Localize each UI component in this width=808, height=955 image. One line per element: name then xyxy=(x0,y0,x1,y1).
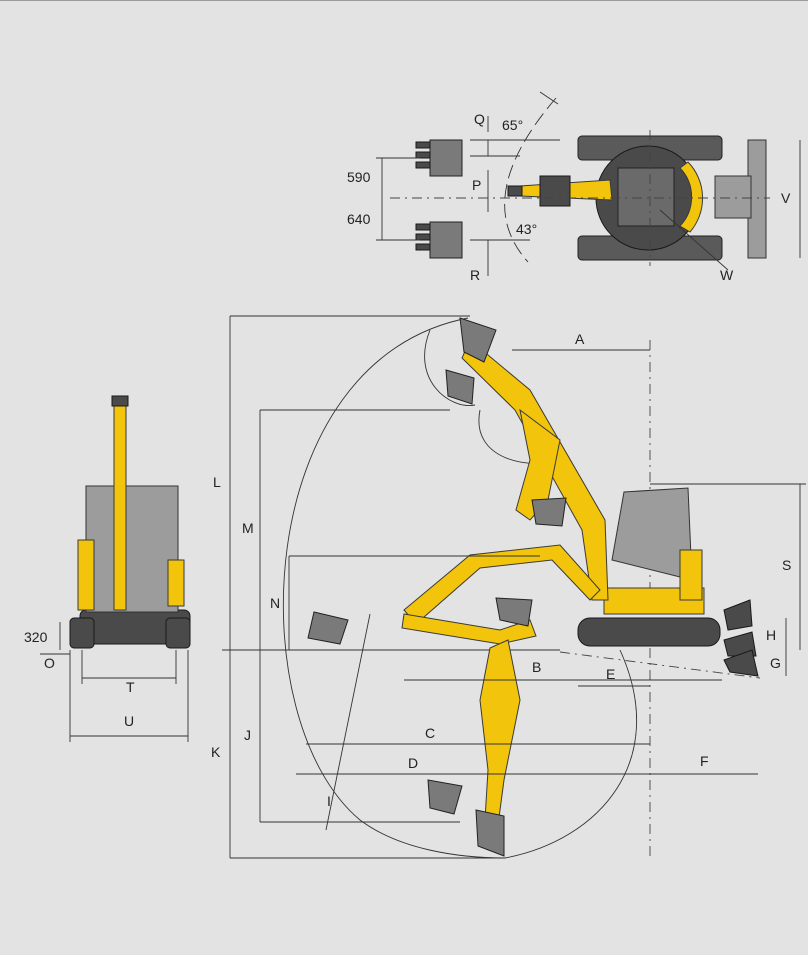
label-W: W xyxy=(720,267,734,283)
leader-W xyxy=(659,209,729,271)
front-track-left xyxy=(69,617,95,649)
side-blade-up xyxy=(723,599,753,631)
label-K: K xyxy=(211,744,221,760)
label-S: S xyxy=(782,557,791,573)
top-blade-arms xyxy=(714,175,752,219)
boom-raised xyxy=(461,339,609,601)
label-320: 320 xyxy=(24,629,48,645)
side-counterweight xyxy=(679,549,703,601)
front-bucket xyxy=(111,395,129,407)
label-O: O xyxy=(44,655,55,671)
label-J: J xyxy=(244,727,251,743)
label-I: I xyxy=(327,793,331,809)
label-L: L xyxy=(213,474,221,490)
arm-horizontal xyxy=(401,613,537,645)
front-side-panel-right xyxy=(167,559,185,607)
label-T: T xyxy=(126,679,135,695)
front-boom xyxy=(113,399,127,611)
label-angle-43: 43° xyxy=(516,221,537,237)
arm-raised xyxy=(515,408,561,521)
bucket-bottom xyxy=(475,809,505,857)
label-Q: Q xyxy=(474,111,485,127)
bucket-curl-arc xyxy=(424,329,476,406)
arm-digging xyxy=(479,639,521,841)
label-U: U xyxy=(124,713,134,729)
label-M: M xyxy=(242,520,254,536)
label-D: D xyxy=(408,755,418,771)
label-P: P xyxy=(472,177,481,193)
side-blade-mid xyxy=(723,631,757,657)
top-view: Q 65° P 43° R 590 640 V W xyxy=(347,91,801,283)
label-R: R xyxy=(470,267,480,283)
top-bucket-right-offset xyxy=(415,221,463,259)
side-blade-down xyxy=(723,649,759,677)
label-N: N xyxy=(270,595,280,611)
front-track-right xyxy=(165,617,191,649)
label-V: V xyxy=(781,190,791,206)
front-side-panel-left xyxy=(77,539,95,611)
bucket-top-2 xyxy=(445,369,475,405)
label-H: H xyxy=(766,627,776,643)
label-590: 590 xyxy=(347,169,371,185)
top-cab-roof xyxy=(617,167,675,227)
top-border xyxy=(0,0,808,1)
label-angle-65: 65° xyxy=(502,117,523,133)
bucket-mid xyxy=(531,497,567,527)
bucket-left xyxy=(307,611,349,645)
swing-arrow xyxy=(539,91,559,105)
boom-horizontal xyxy=(403,544,601,625)
side-view: A B C D E F G H I J K L M N S xyxy=(211,315,806,860)
dim-line-I xyxy=(325,613,371,831)
label-G: G xyxy=(770,655,781,671)
side-track xyxy=(577,617,721,647)
label-B: B xyxy=(532,659,541,675)
label-E: E xyxy=(606,666,615,682)
bucket-top-1 xyxy=(459,317,497,363)
top-bucket xyxy=(539,175,571,207)
reach-envelope-outer xyxy=(283,317,506,859)
bucket-center xyxy=(495,597,533,627)
label-640: 640 xyxy=(347,211,371,227)
label-A: A xyxy=(575,331,585,347)
label-C: C xyxy=(425,725,435,741)
bucket-low xyxy=(427,779,463,815)
swing-arc xyxy=(504,97,557,263)
label-F: F xyxy=(700,753,709,769)
side-cab xyxy=(611,487,693,581)
top-bucket-tip xyxy=(507,185,523,197)
top-bucket-left-offset xyxy=(415,139,463,177)
front-view: 320 O T U xyxy=(24,395,191,742)
front-cab xyxy=(85,485,179,613)
reach-envelope-inner xyxy=(504,649,638,859)
top-counterweight xyxy=(679,161,704,233)
side-lower-body xyxy=(603,587,705,615)
